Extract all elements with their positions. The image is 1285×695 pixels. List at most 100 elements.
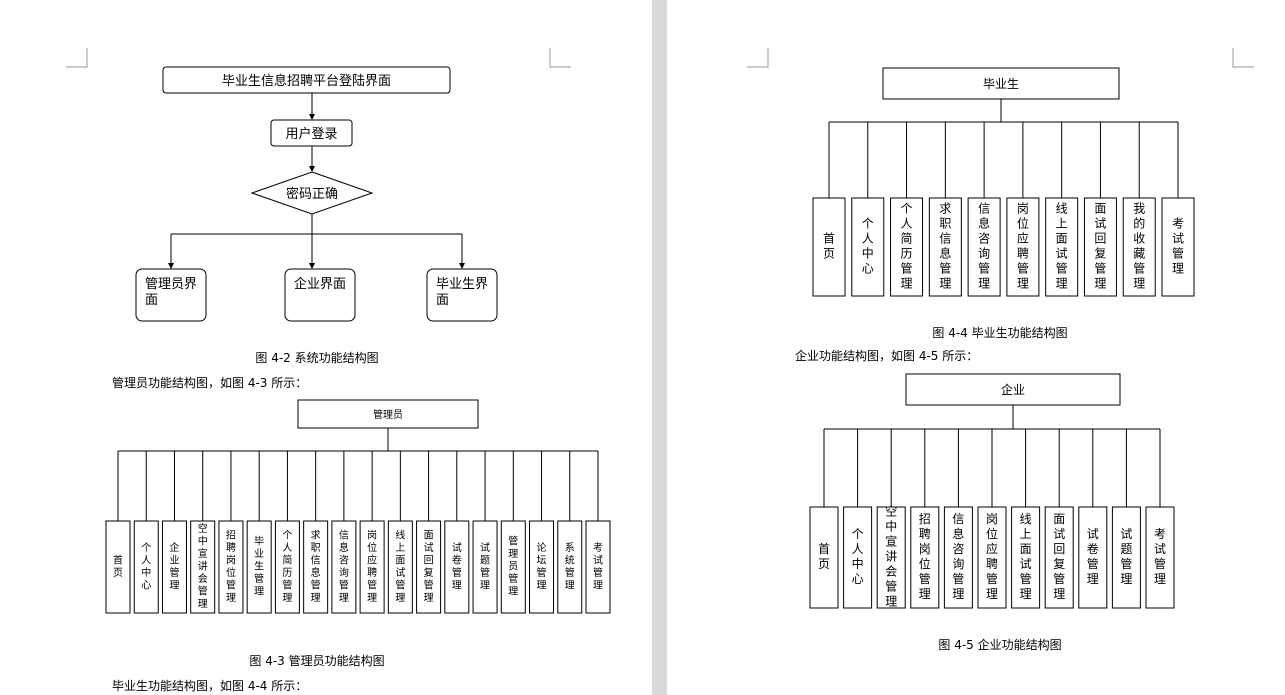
tree-root-label: 毕业生 [983, 77, 1019, 91]
flow-outcome-admin-line2: 面 [145, 293, 158, 308]
tree-leaf-box [500, 520, 526, 614]
flow-decision-text: 密码正确 [286, 186, 338, 202]
tree-leaf-label: 面试回复管理 [424, 530, 434, 604]
tree-leaf-box [472, 520, 498, 614]
flow-title-box [162, 66, 451, 94]
figure-4-2-caption: 图 4-2 系统功能结构图 [255, 350, 378, 365]
tree-leaf-box [928, 197, 962, 297]
paragraph-graduate-intro: 毕业生功能结构图，如图 4-4 所示： [112, 679, 308, 693]
tree-leaf-box [1045, 197, 1079, 297]
tree-leaf-box [359, 520, 385, 614]
tree-leaf-label: 考试管理 [593, 542, 603, 592]
tree-leaf-box [1083, 197, 1117, 297]
tree-leaf-box [105, 520, 131, 614]
tree-leaf-label: 岗位应聘管理 [986, 512, 998, 601]
flow-arrowhead-right [459, 263, 465, 269]
tree-root-box [297, 399, 479, 429]
tree-leaf-label: 管理员管理 [508, 535, 518, 598]
tree-leaf-box [303, 520, 329, 614]
tree-leaf-box [529, 520, 555, 614]
flow-arrowhead-mid [309, 263, 315, 269]
figure-4-3-caption: 图 4-3 管理员功能结构图 [249, 653, 384, 668]
tree-leaf-label: 个人中心 [141, 542, 151, 592]
tree-leaf-box [910, 506, 940, 609]
tree-leaf-box [812, 197, 846, 297]
tree-leaf-box [416, 520, 442, 614]
tree-root-label: 企业 [1001, 382, 1025, 397]
flow-title-text: 毕业生信息招聘平台登陆界面 [222, 73, 391, 89]
document-page-left: 毕业生信息招聘平台登陆界面 用户登录 密码正确 管理员界 面 企业界面 毕业生界 [0, 0, 652, 695]
tree-leaf-box [967, 197, 1001, 297]
tree-leaf-label: 岗位应聘管理 [1017, 202, 1029, 291]
tree-leaf-box [444, 520, 470, 614]
tree-leaf-label: 线上面试管理 [1056, 202, 1068, 291]
tree-leaf-box [218, 520, 244, 614]
tree-leaf-label: 招聘岗位管理 [226, 528, 236, 604]
tree-leaf-box [876, 506, 906, 609]
flow-outcome-company-line1: 企业界面 [294, 276, 346, 292]
tree-leaf-label: 试题管理 [1120, 526, 1132, 586]
flow-outcome-grad-line2: 面 [436, 293, 449, 308]
tree-leaf-label: 首页 [823, 232, 835, 261]
tree-leaf-label: 毕业生管理 [254, 535, 264, 598]
document-page-right: 毕业生首页个人中心个人简历管理求职信息管理信息咨询管理岗位应聘管理线上面试管理面… [667, 0, 1285, 695]
figure-4-4-caption: 图 4-4 毕业生功能结构图 [932, 325, 1067, 340]
tree-leaf-label: 个人中心 [862, 217, 874, 276]
flow-arrowhead-2 [309, 166, 315, 172]
tree-leaf-box [133, 520, 159, 614]
tree-leaf-label: 求职信息管理 [939, 202, 951, 291]
tree-leaf-box [1122, 197, 1156, 297]
tree-leaf-label: 试卷管理 [452, 541, 462, 592]
tree-root-box [905, 373, 1121, 406]
tree-leaf-label: 线上面试管理 [1020, 512, 1032, 601]
tree-leaf-label: 首页 [818, 542, 830, 571]
tree-leaf-label: 企业管理 [169, 541, 179, 592]
figure-4-4-graduate-tree: 毕业生首页个人中心个人简历管理求职信息管理信息咨询管理岗位应聘管理线上面试管理面… [812, 67, 1195, 297]
tree-leaf-label: 试题管理 [480, 541, 490, 592]
tree-leaf-label: 考试管理 [1172, 217, 1184, 276]
tree-leaf-box [809, 506, 839, 609]
tree-leaf-label: 信息咨询管理 [339, 529, 349, 604]
crop-mark-top-right [549, 48, 571, 68]
flow-outcome-company-box [284, 268, 356, 322]
tree-leaf-label: 线上面试管理 [395, 528, 405, 604]
tree-leaf-box [387, 520, 413, 614]
tree-leaf-box [890, 197, 924, 297]
tree-leaf-box [843, 506, 873, 609]
tree-leaf-box [1145, 506, 1175, 609]
tree-leaf-label: 招聘岗位管理 [919, 512, 931, 601]
figure-4-5-company-tree: 企业首页个人中心空中宣讲会管理招聘岗位管理信息咨询管理岗位应聘管理线上面试管理面… [809, 373, 1175, 609]
tree-leaf-label: 信息咨询管理 [978, 202, 990, 291]
page-gutter [652, 0, 667, 695]
flow-outcome-admin-box [135, 268, 207, 322]
tree-leaf-box [943, 506, 973, 609]
tree-leaf-box [1161, 197, 1195, 297]
tree-leaf-box [1011, 506, 1041, 609]
tree-leaf-label: 信息咨询管理 [952, 512, 964, 601]
tree-leaf-label: 我的收藏管理 [1133, 202, 1145, 291]
tree-leaf-box [557, 520, 583, 614]
paragraph-admin-intro: 管理员功能结构图，如图 4-3 所示： [112, 376, 308, 390]
tree-leaf-label: 试卷管理 [1087, 526, 1099, 586]
tree-leaf-box [190, 520, 216, 614]
tree-leaf-box [1111, 506, 1141, 609]
figure-4-2-flowchart: 毕业生信息招聘平台登陆界面 用户登录 密码正确 管理员界 面 企业界面 毕业生界 [135, 66, 498, 322]
tree-leaf-label: 论坛管理 [537, 541, 547, 592]
flow-login-text: 用户登录 [285, 126, 337, 142]
crop-mark-top-right [1232, 48, 1254, 68]
tree-leaf-label: 面试回复管理 [1053, 512, 1065, 601]
tree-leaf-box [585, 520, 611, 614]
right-page-canvas: 毕业生首页个人中心个人简历管理求职信息管理信息咨询管理岗位应聘管理线上面试管理面… [747, 48, 1254, 652]
crop-mark-top-left [66, 48, 88, 68]
tree-leaf-label: 个人简历管理 [901, 202, 913, 291]
tree-leaf-box [977, 506, 1007, 609]
tree-leaf-label: 求职信息管理 [311, 529, 321, 604]
left-page-canvas: 毕业生信息招聘平台登陆界面 用户登录 密码正确 管理员界 面 企业界面 毕业生界 [66, 48, 611, 668]
tree-leaf-box [1044, 506, 1074, 609]
figure-4-5-caption: 图 4-5 企业功能结构图 [938, 637, 1061, 652]
tree-leaf-box [851, 197, 885, 297]
tree-leaf-label: 个人简历管理 [282, 529, 292, 604]
tree-leaf-box [1078, 506, 1108, 609]
tree-root-label: 管理员 [373, 408, 403, 421]
crop-mark-top-left [747, 48, 769, 68]
